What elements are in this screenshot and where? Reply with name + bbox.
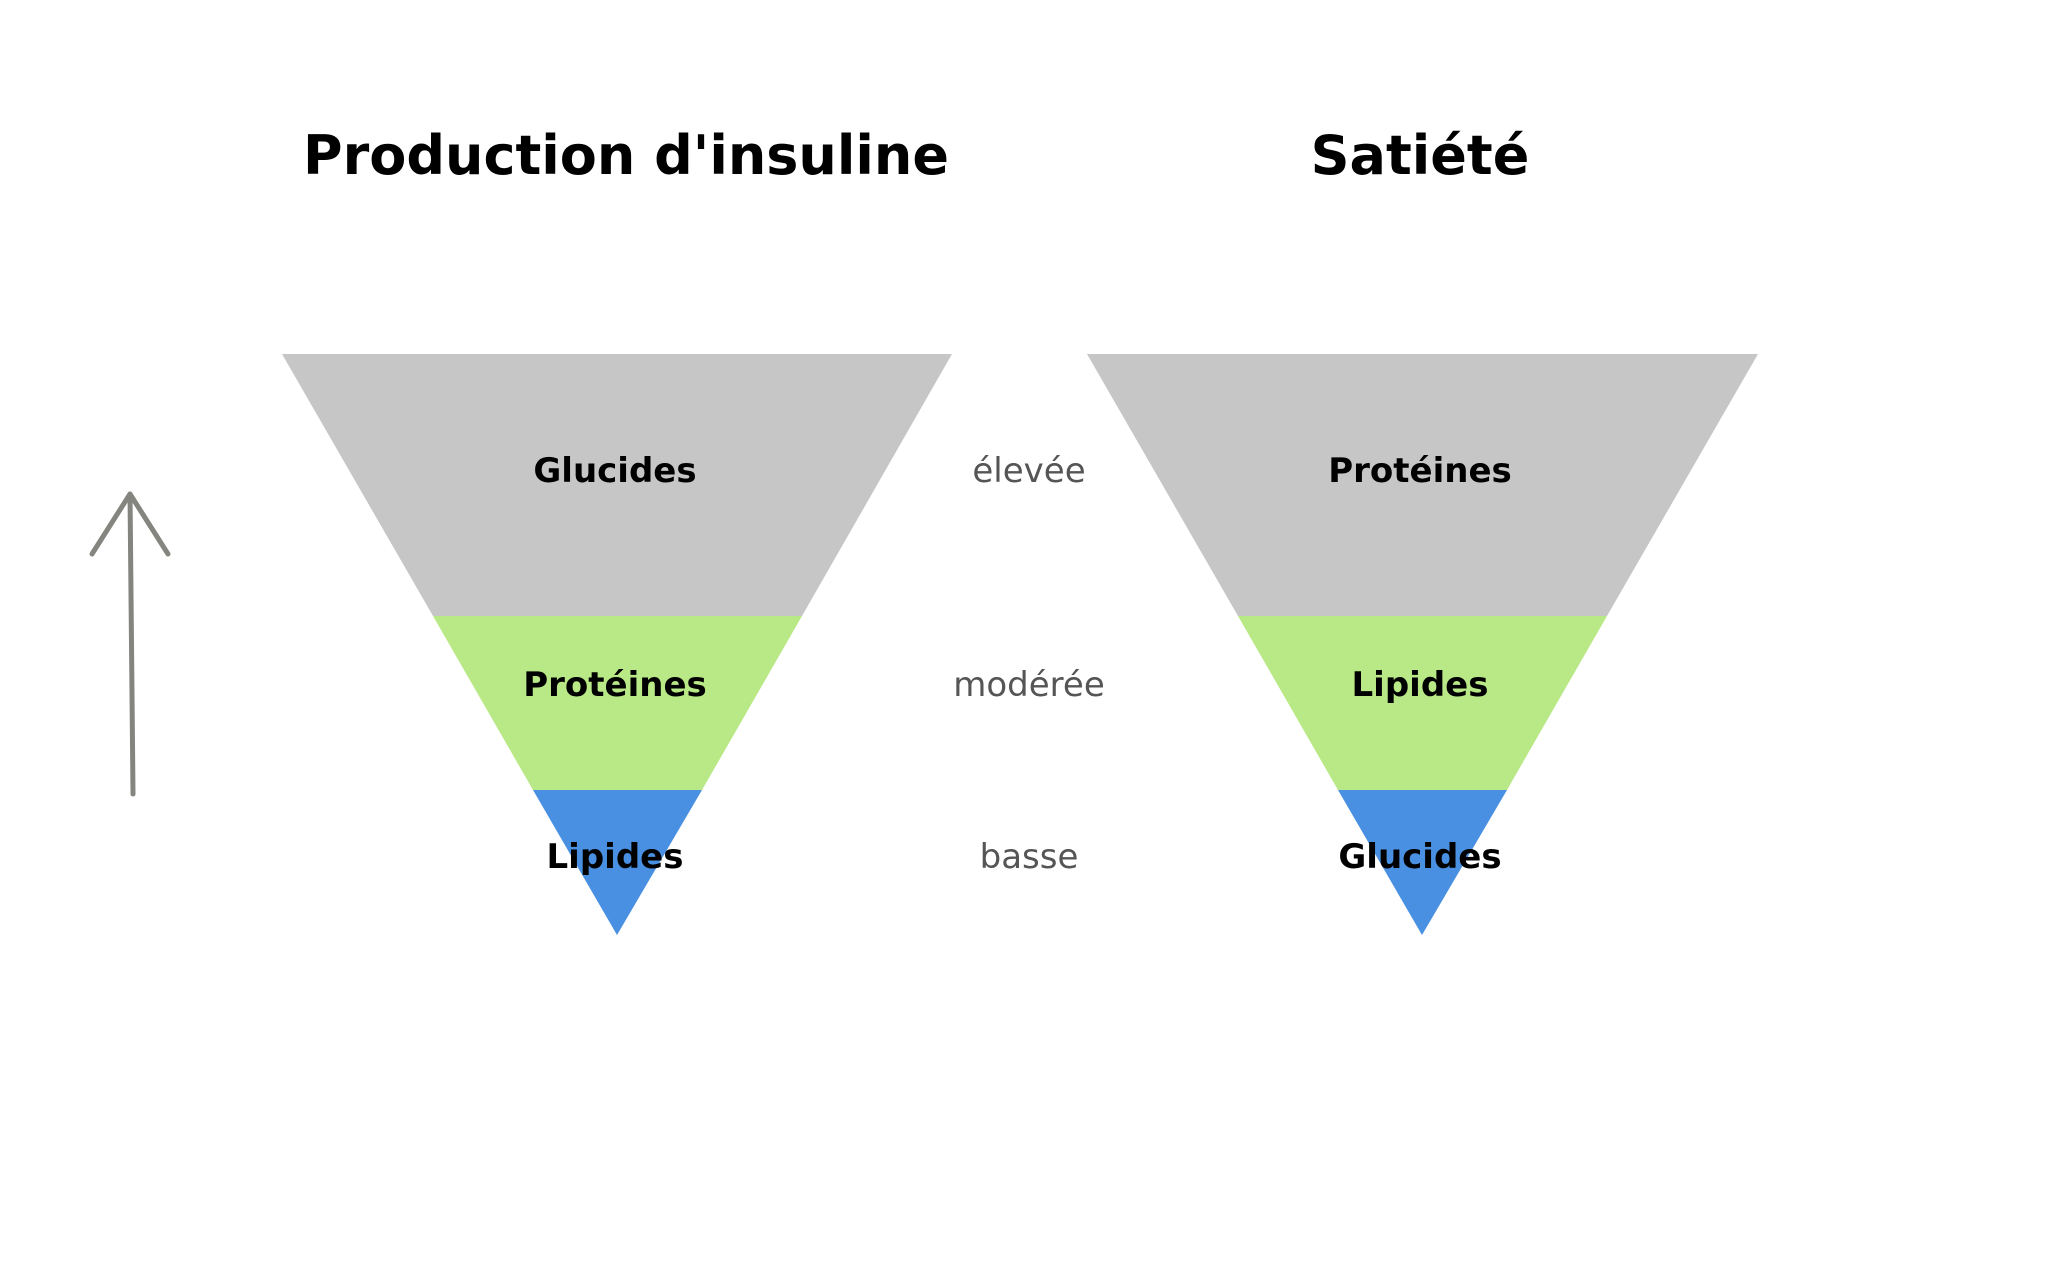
left-band-high <box>282 354 952 616</box>
left-band-moderate <box>433 616 802 790</box>
right-band-moderate <box>1238 616 1607 790</box>
level-high: élevée <box>972 451 1085 491</box>
left-band-label-2: Protéines <box>523 665 707 705</box>
left-band-low <box>533 790 702 935</box>
level-low: basse <box>980 837 1079 877</box>
right-band-label-3: Glucides <box>1338 837 1501 877</box>
level-moderate: modérée <box>953 665 1105 705</box>
left-band-label-3: Lipides <box>547 837 684 877</box>
right-band-high <box>1087 354 1758 616</box>
up-arrow-icon <box>89 491 171 797</box>
left-band-label-1: Glucides <box>533 451 696 491</box>
right-title: Satiété <box>1311 124 1530 187</box>
left-funnel: Glucides Protéines Lipides <box>282 354 952 935</box>
right-band-label-1: Protéines <box>1328 451 1512 491</box>
right-band-low <box>1338 790 1507 935</box>
left-title: Production d'insuline <box>303 124 949 187</box>
right-band-label-2: Lipides <box>1352 665 1489 705</box>
right-funnel: Protéines Lipides Glucides <box>1087 354 1758 935</box>
